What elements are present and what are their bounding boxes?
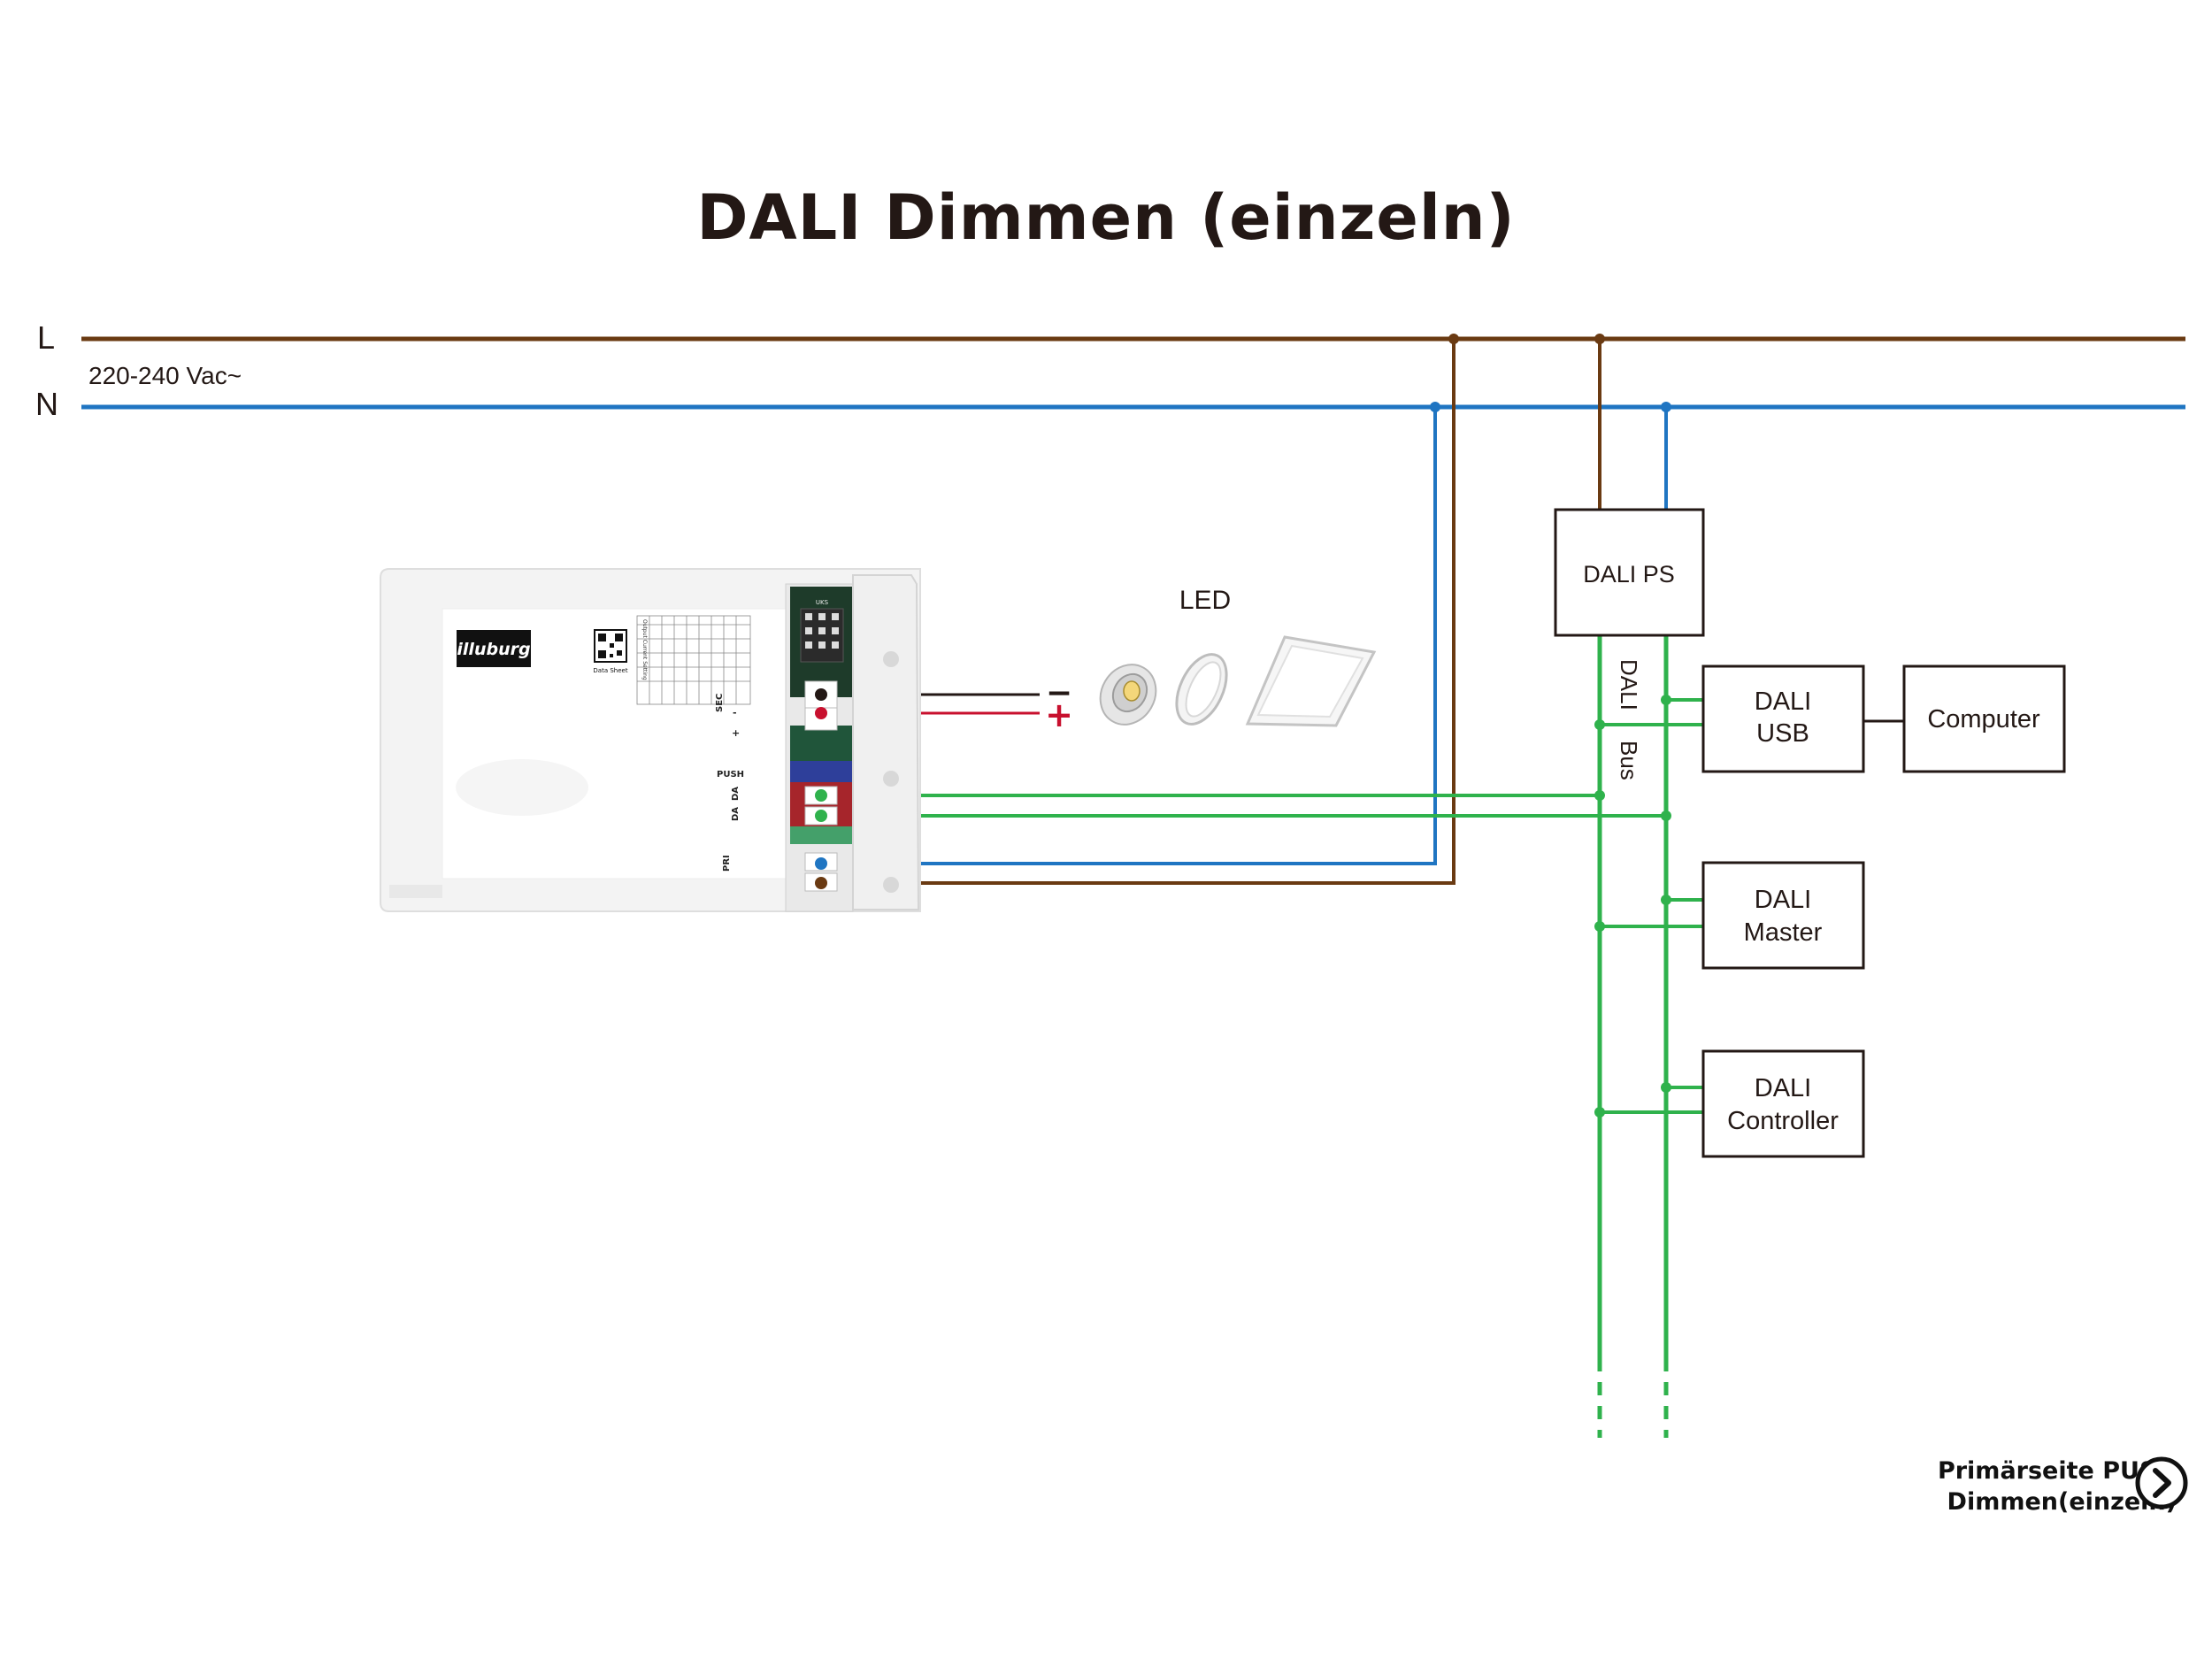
terminal-label-da: DA (731, 807, 741, 821)
led-panel-icon (1245, 635, 1377, 727)
dali-controller-box: DALI Controller (1701, 1049, 1865, 1158)
junction-dot (1594, 719, 1605, 730)
driver-brand-label: illuburg (457, 640, 530, 659)
terminal-dot-l (815, 877, 827, 889)
terminal-label-push: PUSH (717, 770, 744, 780)
dali-master-label: Master (1744, 918, 1823, 947)
dali-master-label: DALI (1755, 886, 1811, 914)
brand-badge (457, 630, 531, 667)
junction-dot (1661, 1082, 1671, 1093)
chevron-right-circle-icon[interactable] (2134, 1455, 2189, 1510)
voltage-label: 220-240 Vac~ (88, 362, 242, 389)
led-minus-sign: − (1046, 675, 1072, 711)
led-spotlight-icon (1099, 664, 1157, 726)
junction-dot (1661, 695, 1671, 705)
junction-dot (1430, 402, 1440, 412)
dali-usb-label: DALI (1755, 687, 1811, 716)
terminal-label-pri: PRI (722, 855, 732, 872)
terminal-dot-da1 (815, 789, 827, 802)
junction-dot (1661, 895, 1671, 905)
terminal-label-sec: SEC (715, 694, 725, 712)
terminal-sign-plus: + (732, 727, 740, 739)
dali-bus-label: DALI (1616, 659, 1642, 710)
dip-switch-label: UKS (816, 599, 829, 606)
junction-dot (1594, 334, 1605, 344)
terminal-dot-minus (815, 688, 827, 701)
dali-ps-label: DALI PS (1583, 561, 1675, 588)
junction-dot (1594, 921, 1605, 932)
junction-dot (1661, 402, 1671, 412)
driver-L-feed-wire (821, 339, 1455, 885)
led-label: LED (1179, 586, 1231, 615)
dali-master-box: DALI Master (1701, 861, 1865, 970)
led-downlight-icon (1175, 653, 1228, 726)
terminal-dot-plus (815, 707, 827, 719)
line-label: L (37, 319, 55, 356)
led-plus-sign: + (1045, 695, 1073, 734)
neutral-label: N (35, 386, 58, 422)
dali-controller-label: DALI (1755, 1074, 1811, 1102)
data-sheet-label: Data Sheet (593, 667, 627, 674)
dali-controller-label: Controller (1727, 1107, 1839, 1135)
qr-code (594, 629, 627, 663)
terminal-sign-minus: - (733, 707, 737, 718)
junction-dot (1448, 334, 1459, 344)
dali-usb-box: DALI USB (1701, 664, 1865, 773)
table-title: Output Current Setting (641, 619, 648, 680)
terminal-label-da: DA (731, 787, 741, 801)
page-title: DALI Dimmen (einzeln) (696, 181, 1516, 254)
terminal-dot-da2 (815, 810, 827, 822)
led-driver-device: illuburg Data Sheet (380, 568, 921, 912)
terminal-dot-n (815, 857, 827, 870)
junction-dot (1594, 790, 1605, 801)
dali-bus-label: Bus (1616, 741, 1642, 780)
computer-box: Computer (1902, 664, 2066, 773)
driver-N-feed-wire (821, 407, 1437, 865)
dali-ps-box: DALI PS (1554, 508, 1705, 637)
dali-usb-label: USB (1756, 719, 1809, 748)
output-current-table (636, 615, 751, 705)
junction-dot (1661, 810, 1671, 821)
computer-label: Computer (1927, 705, 2040, 733)
junction-dot (1594, 1107, 1605, 1118)
